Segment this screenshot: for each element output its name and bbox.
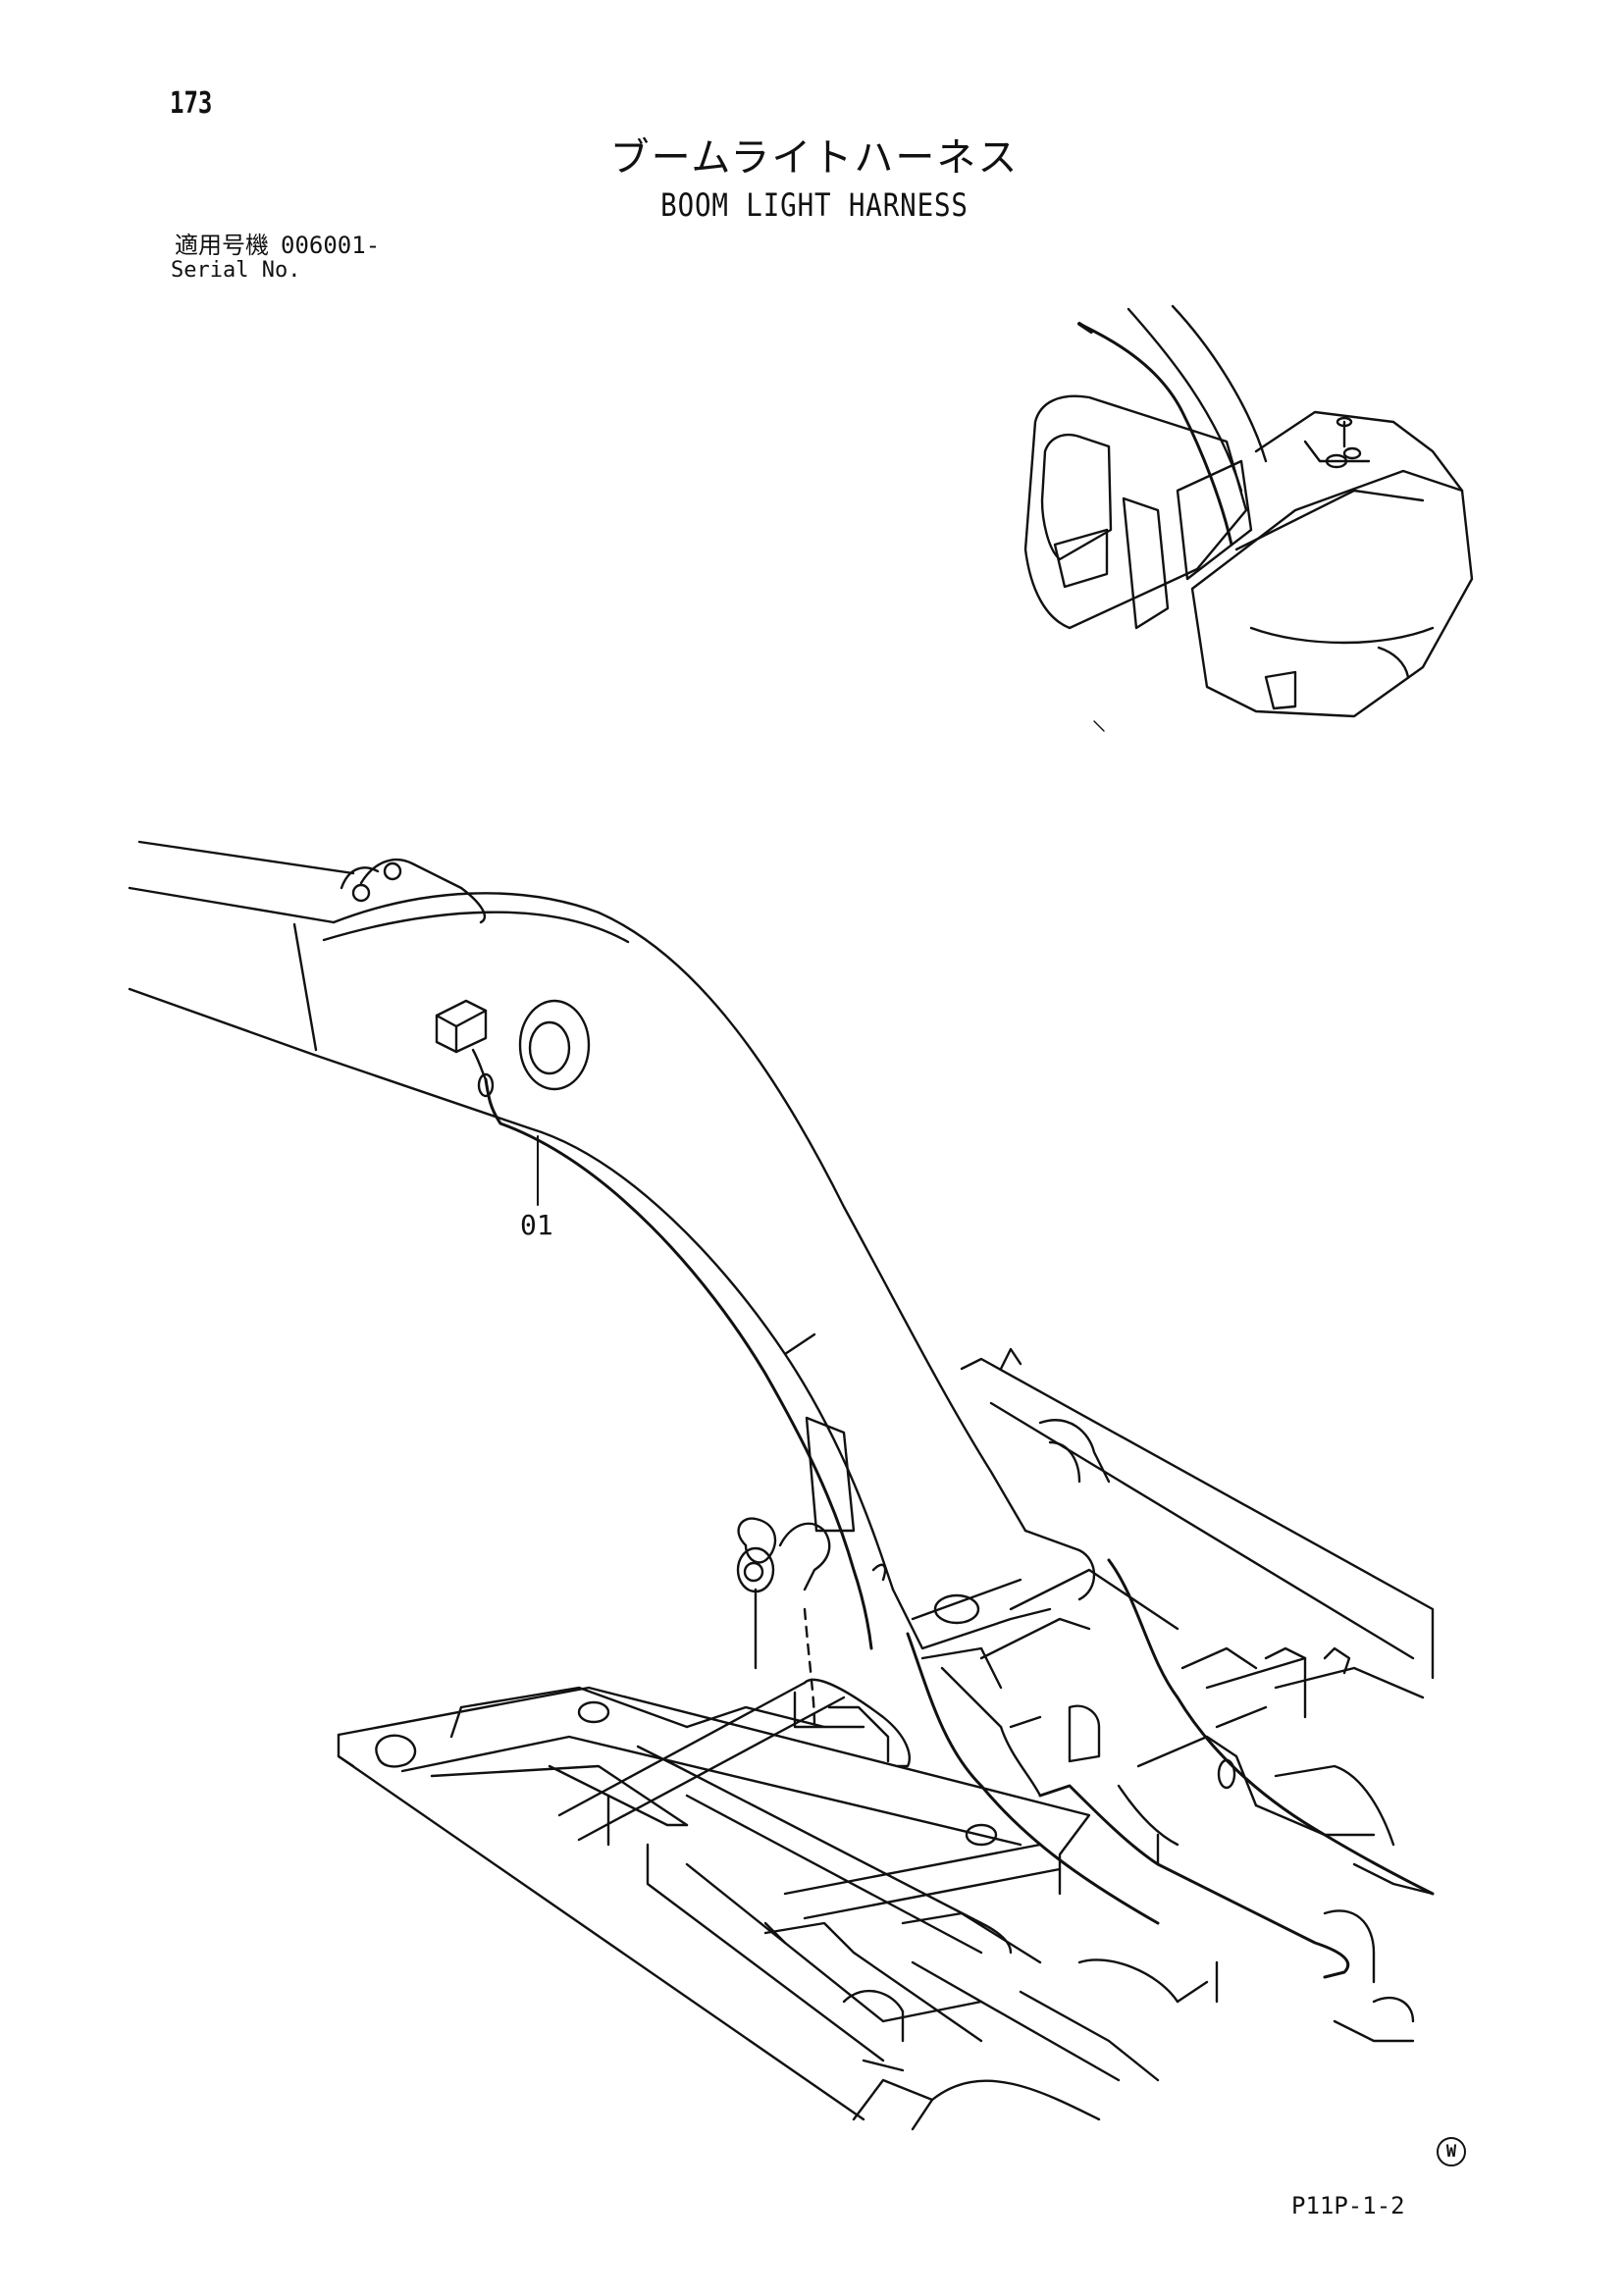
machine-overview-inset xyxy=(1023,304,1474,732)
page-number: 173 xyxy=(170,86,213,121)
callout-label-01: 01 xyxy=(520,1209,553,1241)
upper-frame xyxy=(736,1347,1435,1984)
boom-arm xyxy=(128,840,1027,1592)
title-block: ブームライトハーネス BOOM LIGHT HARNESS xyxy=(608,126,1021,224)
boom-light-harness xyxy=(477,1072,873,1650)
title-japanese: ブームライトハーネス xyxy=(609,135,1020,181)
serial-block: 適用号機 006001- Serial No. xyxy=(171,232,381,283)
serial-number: 006001- xyxy=(281,232,381,259)
serial-label-japanese: 適用号機 xyxy=(175,232,269,259)
title-english: BOOM LIGHT HARNESS xyxy=(660,186,969,224)
w-mark-icon: W xyxy=(1437,2137,1466,2166)
figure-code: P11P-1-2 xyxy=(1291,2192,1405,2219)
serial-label-english: Serial No. xyxy=(171,258,301,283)
lower-frame xyxy=(337,1678,1415,2131)
